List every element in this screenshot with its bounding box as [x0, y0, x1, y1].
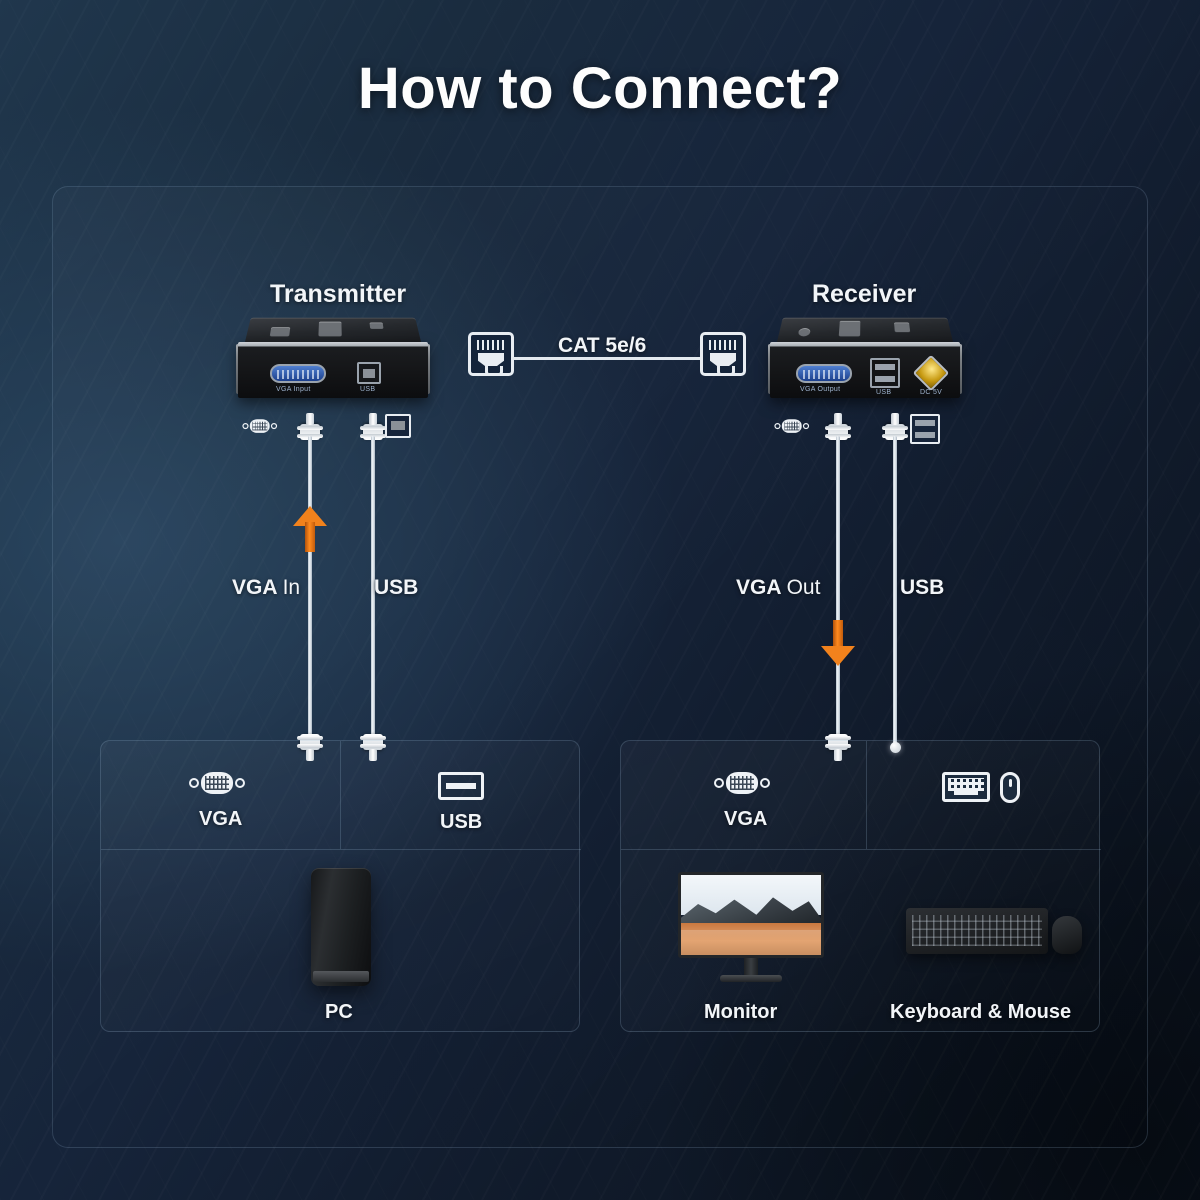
cat-cable-left-rj45-icon — [468, 332, 514, 376]
usb-right-label: USB — [900, 576, 945, 599]
pc-usb-a-port-icon — [438, 772, 484, 800]
keyboard-mouse-device-label: Keyboard & Mouse — [890, 1001, 1072, 1023]
usb-right-cable — [893, 436, 897, 748]
transmitter-device: VGA Input USB — [236, 312, 430, 402]
keyboard-icon — [942, 772, 990, 802]
monitor-screen — [678, 872, 824, 958]
pc-panel-horizontal-divider — [101, 849, 581, 850]
monitor-vga-port-icon — [714, 770, 770, 796]
receiver-power-jack — [912, 354, 950, 392]
receiver-vga-connector-icon — [774, 418, 810, 434]
transmitter-usb-b-connector-icon — [385, 414, 411, 438]
transmitter-front-face: VGA Input USB — [238, 342, 428, 398]
receiver-vga-port — [796, 364, 852, 383]
transmitter-title: Transmitter — [270, 280, 407, 308]
receiver-vga-port-caption: VGA Output — [800, 386, 841, 393]
receiver-front-face: VGA Output USB DC 5V — [770, 342, 960, 398]
usb-left-cable-plug-bottom — [360, 734, 386, 761]
pc-usb-port-label: USB — [440, 811, 483, 833]
vga-out-label-strong: VGA — [736, 576, 781, 599]
receiver-usb-ports — [870, 358, 900, 388]
mouse-icon — [1000, 772, 1020, 803]
receiver-usb-port-caption: USB — [876, 389, 892, 396]
transmitter-vga-port — [270, 364, 326, 383]
vga-out-cable — [836, 436, 840, 750]
keyboard-mouse-image — [906, 902, 1082, 960]
usb-left-label: USB — [374, 576, 419, 599]
cat-cable-line — [512, 357, 708, 360]
diagram-card — [52, 186, 1148, 1148]
receiver-usb-a-connector-icon — [910, 414, 940, 444]
pc-panel-vertical-divider — [340, 741, 341, 849]
vga-out-arrow-down-icon — [821, 620, 855, 666]
pc-vga-port-icon — [189, 770, 245, 796]
vga-in-label: VGA In — [232, 576, 300, 600]
vga-in-label-light: In — [282, 576, 301, 599]
vga-in-label-strong: VGA — [232, 576, 277, 599]
cat-cable-label: CAT 5e/6 — [558, 334, 647, 357]
usb-left-cable — [371, 436, 375, 750]
pc-vga-port-label: VGA — [199, 808, 243, 830]
vga-in-cable-plug-bottom — [297, 734, 323, 761]
vga-out-cable-plug-bottom — [825, 734, 851, 761]
usb-right-cable-end-dot — [890, 742, 901, 753]
cat-cable-right-rj45-icon — [700, 332, 746, 376]
vga-out-label-light: Out — [786, 576, 821, 599]
page-title: How to Connect? — [357, 56, 843, 121]
peripheral-panel-horizontal-divider — [621, 849, 1101, 850]
vga-in-arrow-up-icon — [293, 506, 327, 552]
monitor-image — [678, 872, 824, 984]
receiver-power-port-caption: DC 5V — [920, 389, 943, 396]
vga-out-label: VGA Out — [736, 576, 820, 600]
monitor-device-label: Monitor — [704, 1001, 778, 1023]
pc-device-label: PC — [325, 1001, 353, 1023]
transmitter-vga-port-caption: VGA Input — [276, 386, 311, 393]
vga-in-cable — [308, 436, 312, 750]
peripheral-panel-vertical-divider — [866, 741, 867, 849]
receiver-device: VGA Output USB DC 5V — [768, 312, 962, 402]
transmitter-vga-connector-icon-shape — [242, 418, 278, 434]
monitor-vga-port-label: VGA — [724, 808, 768, 830]
transmitter-usb-port-caption: USB — [360, 386, 376, 393]
transmitter-usb-port — [357, 362, 381, 384]
receiver-title: Receiver — [812, 280, 917, 308]
pc-tower-image — [311, 868, 371, 986]
